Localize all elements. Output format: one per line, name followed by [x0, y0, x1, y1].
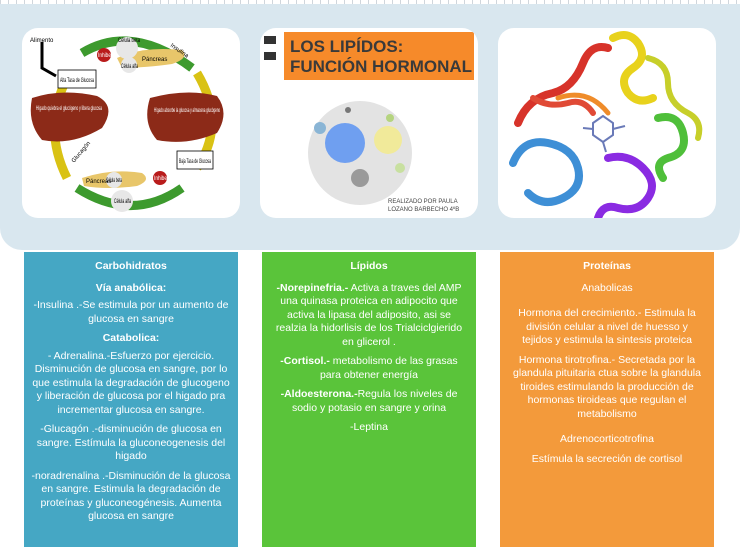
green-helix — [654, 113, 688, 182]
proteins-title: Proteínas — [583, 260, 631, 272]
credit-line1: REALIZADO POR PAULA — [388, 199, 458, 205]
lipids-leptina-item: -Leptina — [350, 421, 388, 433]
small-bubble-4 — [345, 107, 351, 113]
inhibe-bottom-circle — [153, 171, 167, 185]
small-bubble-3 — [386, 114, 394, 122]
inhibe-top-label: Inhibe — [98, 53, 112, 59]
lipids-norepinefria-label: -Norepinefria.- — [276, 281, 349, 294]
lipids-cortisol-text: metabolismo de las grasas para obtener e… — [319, 355, 458, 381]
beta-cell-top — [116, 37, 138, 59]
alpha-cell-top — [121, 57, 137, 73]
alpha-cell-top-label: Célula alfa — [121, 64, 138, 70]
decor-icon-2 — [264, 52, 276, 60]
lipids-presentation-image: LOS LIPÍDOS: FUNCIÓN HORMONAL REALIZADO … — [260, 28, 478, 218]
red-helix-2 — [530, 95, 596, 116]
yellow-bubble — [374, 126, 402, 154]
lipids-title-line2: FUNCIÓN HORMONAL — [290, 57, 472, 76]
pancreas-top-label: Páncreas — [142, 57, 167, 63]
high-glucose-box — [57, 69, 97, 89]
lipids-aldoesterona-label: -Aldoesterona.- — [280, 388, 358, 400]
decor-icon-1 — [264, 36, 276, 44]
beta-cell-top-label: Célula beta — [118, 38, 140, 44]
alimento-label: Alimento — [30, 38, 54, 44]
lipids-norepinefria-item: -Norepinefria.- Activa a traves del AMP … — [274, 282, 464, 350]
card-carbohidratos: Carbohidratos Vía anabólica: -Insulina .… — [24, 252, 238, 547]
card-proteinas: Proteínas Anabolicas Hormona del crecimi… — [500, 252, 714, 547]
lipids-cortisol-label: -Cortisol.- — [280, 355, 330, 367]
lipids-aldoesterona-item: -Aldoesterona.-Regula los niveles de sod… — [274, 388, 464, 415]
alpha-cell-bottom-label: Célula alfa — [114, 199, 131, 205]
proteins-acth-heading: Adrenocorticotrofina — [560, 433, 654, 445]
inhibe-bottom-label: Inhibe — [154, 176, 168, 182]
card-lipidos: Lípidos -Norepinefria.- Activa a traves … — [262, 252, 476, 547]
grey-bubble — [351, 169, 369, 187]
proteins-tirotrofina-text: Hormona tirotrofina.- Secretada por la g… — [513, 353, 701, 420]
beta-cell-bottom-label: Célula beta — [106, 178, 122, 184]
small-bubble-1 — [314, 122, 326, 134]
carbs-catabolic-heading: Catabolica: — [102, 332, 160, 344]
title-background — [284, 32, 474, 80]
carbs-anabolic-heading: Vía anabólica: — [95, 281, 167, 294]
top-ruler — [0, 0, 740, 4]
carbs-title: Carbohidratos — [95, 260, 167, 272]
proteins-growth-hormone-text: Hormona del crecimiento.- Estimula la di… — [518, 307, 696, 346]
credit-line2: LOZANO BARBECHO 4ºB — [388, 206, 459, 213]
lipids-aldoesterona-text: Regula los niveles de sodio y potasio en… — [291, 388, 458, 414]
small-bubble-2 — [395, 163, 405, 173]
yellow-green-helix — [645, 55, 703, 141]
proteins-anabolic-heading: Anabolicas — [581, 281, 633, 294]
blue-helix — [509, 138, 583, 206]
central-ligand — [582, 114, 626, 153]
lipids-presentation-svg: LOS LIPÍDOS: FUNCIÓN HORMONAL REALIZADO … — [264, 32, 474, 213]
low-glucose-box — [176, 150, 214, 170]
carbs-noradrenalina-text: -noradrenalina .-Disminución de la gluco… — [31, 469, 231, 523]
high-glucose-label: Alta Tasa de Glucosa — [60, 78, 94, 84]
liver-right-shape — [147, 92, 224, 142]
carbs-insulina-text: -Insulina .-Se estimula por un aumento d… — [33, 299, 229, 325]
liver-release-label: Hígado quiebra el glucógeno y libera glu… — [36, 106, 102, 112]
lipids-title-line1: LOS LIPÍDOS: — [290, 37, 403, 56]
beta-cell-bottom — [106, 172, 122, 188]
red-helix — [514, 43, 612, 127]
protein-structure-svg — [509, 30, 703, 218]
liver-absorb-label: Hígado absorbe la glucosa y almacena glu… — [154, 108, 220, 114]
carbs-glucagon-text: -Glucagón .-disminución de glucosa en sa… — [36, 423, 226, 462]
lipids-title: Lípidos — [350, 260, 388, 272]
proteins-acth-text: Estímula la secreción de cortisol — [531, 452, 683, 465]
liver-left-shape — [30, 92, 109, 142]
inhibe-top-circle — [97, 48, 111, 62]
yellow-helix — [609, 30, 657, 105]
carbs-adrenalina-text: - Adrenalina.-Esfuerzo por ejercicio. Di… — [32, 349, 230, 416]
lipids-norepinefria-text: Activa a traves del AMP una quinasa prot… — [275, 281, 463, 348]
glucagon-label: Glucagón — [71, 141, 92, 165]
purple-helix — [594, 152, 656, 218]
lipids-cortisol-item: -Cortisol.- metabolismo de las grasas pa… — [274, 355, 464, 382]
blue-bubble — [325, 123, 365, 163]
protein-structure-image — [498, 28, 716, 218]
food-arrow — [40, 42, 57, 78]
glucose-regulation-diagram: Alimento Alta Tasa de Glucosa Célula bet… — [22, 28, 240, 218]
alpha-cell-bottom — [111, 190, 133, 212]
pancreas-bottom-label: Páncreas — [86, 179, 111, 185]
orange-strand — [555, 92, 611, 116]
low-glucose-label: Baja Tasa de Glucosa — [179, 159, 211, 165]
glucose-diagram-svg: Alimento Alta Tasa de Glucosa Célula bet… — [30, 36, 224, 212]
